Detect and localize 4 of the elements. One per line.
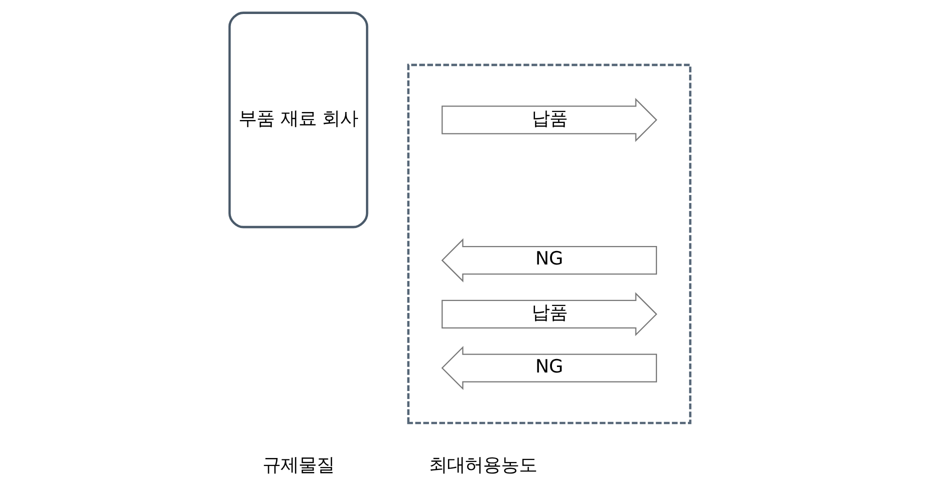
node-box: 부품 재료 회사 xyxy=(228,12,368,228)
label: 규제물질 xyxy=(262,454,334,476)
cluster xyxy=(406,64,691,424)
label: 최대허용농도 xyxy=(428,454,536,476)
